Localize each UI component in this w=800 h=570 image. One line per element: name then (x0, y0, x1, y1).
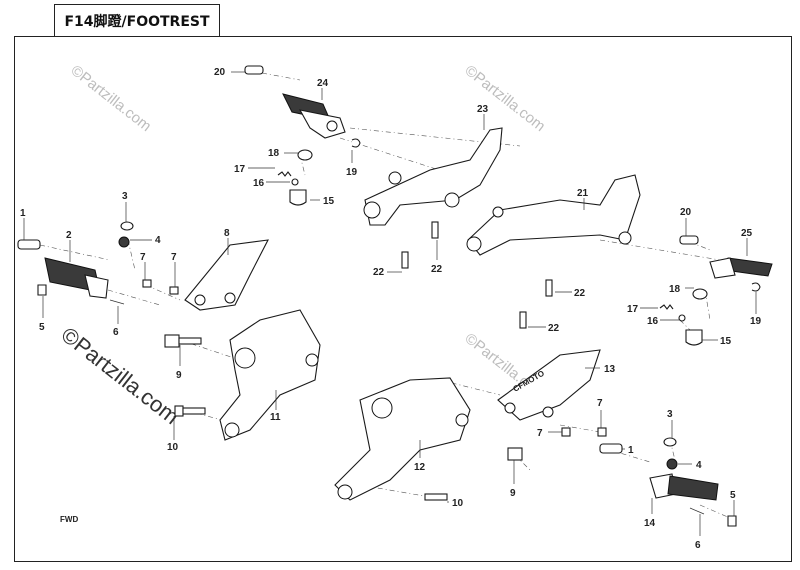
part-2-footpeg-left (44, 257, 109, 299)
leader-lines (23, 71, 757, 536)
part-22-bolts-upper (401, 221, 439, 269)
part-8-heel-guard-left (184, 239, 269, 311)
label-part-22-c: 22 (574, 288, 586, 299)
part-1-pin-left (17, 239, 41, 250)
label-part-23: 23 (477, 104, 489, 115)
label-part-17-right: 17 (627, 304, 639, 315)
label-part-16-right: 16 (647, 316, 659, 327)
part-21-bracket (466, 174, 641, 256)
part-10-bolt-left (174, 405, 206, 417)
part-5-pin-left (37, 284, 47, 296)
label-part-3-right: 3 (667, 409, 673, 420)
label-part-9-right: 9 (510, 488, 516, 499)
part-16-ball-right (678, 314, 686, 322)
part-13-heel-guard-right: CFMOTO (497, 349, 601, 421)
part-25-footpeg-right (709, 257, 773, 279)
label-part-7-right-b: 7 (537, 428, 543, 439)
diagram-title: F14脚蹬/FOOTREST (54, 4, 220, 36)
label-part-3-left: 3 (122, 191, 128, 202)
label-part-11: 11 (270, 412, 281, 423)
label-part-18-right: 18 (669, 284, 681, 295)
label-part-7-right-a: 7 (597, 398, 603, 409)
label-part-19-right: 19 (750, 316, 762, 327)
part-15-detent-top (289, 189, 307, 206)
label-part-22-a: 22 (373, 267, 385, 278)
label-part-15-top: 15 (323, 196, 335, 207)
label-part-14: 14 (644, 518, 656, 529)
label-part-12: 12 (414, 462, 426, 473)
forward-arrow-icon: FWD (60, 515, 78, 524)
part-18-washer-top (297, 149, 313, 161)
part-9-bolt-left (164, 334, 202, 348)
part-6-cotter-left (109, 299, 125, 305)
label-part-9-left: 9 (176, 370, 182, 381)
label-part-6-right: 6 (695, 540, 701, 551)
part-4-spring-right (666, 458, 678, 470)
label-part-18-top: 18 (268, 148, 280, 159)
label-part-1-right: 1 (628, 445, 634, 456)
part-17-spring-top (277, 171, 292, 177)
part-18-washer-right (692, 288, 708, 300)
label-part-17-top: 17 (234, 164, 246, 175)
part-20-pin-top (244, 65, 264, 75)
label-part-15-right: 15 (720, 336, 732, 347)
label-part-20-right: 20 (680, 207, 692, 218)
label-part-19-top: 19 (346, 167, 358, 178)
part-12-bracket-right (334, 377, 471, 501)
part-5-pin-right (727, 515, 737, 527)
part-3-washer-right (663, 437, 677, 447)
label-part-20-top: 20 (214, 67, 226, 78)
part-7-bolts-left (142, 279, 179, 295)
label-part-4-right: 4 (696, 460, 702, 471)
part-17-spring-right (659, 304, 674, 310)
label-part-8: 8 (224, 228, 230, 239)
part-4-spring-left (118, 236, 130, 248)
label-part-10-right: 10 (452, 498, 464, 509)
label-part-10-left: 10 (167, 442, 179, 453)
label-part-13: 13 (604, 364, 616, 375)
part-19-clip-top (351, 138, 361, 148)
label-part-6-left: 6 (113, 327, 119, 338)
label-part-25: 25 (741, 228, 753, 239)
label-part-22-d: 22 (548, 323, 560, 334)
label-part-5-left: 5 (39, 322, 45, 333)
part-6-cotter-right (689, 507, 705, 515)
part-24-footpeg-top (282, 93, 346, 139)
diagram-frame (14, 36, 792, 562)
part-1-pin-right (599, 443, 623, 454)
part-9-bolt-right (507, 447, 523, 461)
label-part-16-top: 16 (253, 178, 265, 189)
label-part-21: 21 (577, 188, 589, 199)
part-11-bracket-left (219, 309, 321, 441)
part-22-bolts-lower (519, 279, 553, 329)
forward-arrow-label: FWD (60, 515, 78, 524)
label-part-7-left-b: 7 (171, 252, 177, 263)
part-23-bracket (363, 127, 503, 226)
label-part-24: 24 (317, 78, 329, 89)
part-19-clip-right (751, 282, 761, 292)
label-part-7-left-a: 7 (140, 252, 146, 263)
label-part-5-right: 5 (730, 490, 736, 501)
part-labels: 20 24 18 17 16 15 19 23 22 22 21 22 22 2… (20, 67, 762, 551)
label-part-1-left: 1 (20, 208, 26, 219)
part-3-washer-left (120, 221, 134, 231)
part-20-pin-right (679, 235, 699, 245)
part-16-ball-top (291, 178, 299, 186)
part-15-detent-right (685, 329, 703, 346)
label-part-4-left: 4 (155, 235, 161, 246)
label-part-22-b: 22 (431, 264, 443, 275)
label-part-2-left: 2 (66, 230, 72, 241)
part-10-bolt-right (424, 493, 448, 501)
part-14-footpeg-right (649, 473, 719, 501)
